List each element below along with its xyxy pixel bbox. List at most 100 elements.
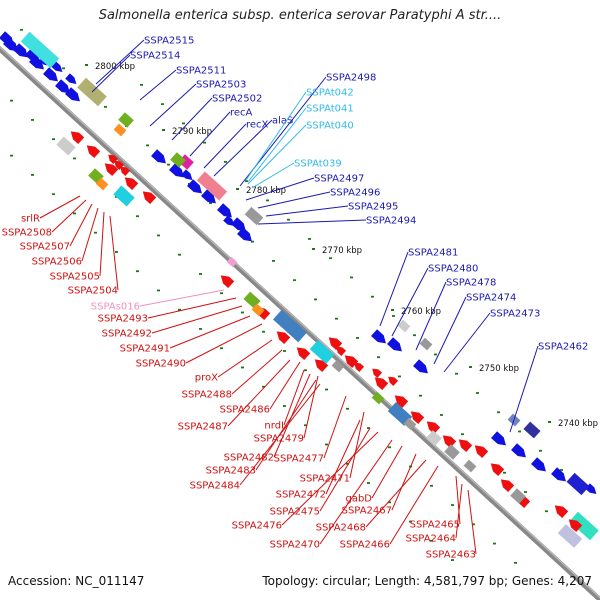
scale-dot [262, 385, 265, 388]
forward-gene-label-leader [203, 123, 247, 169]
reverse-gene-label: SSPA2466 [340, 540, 390, 551]
cds-block-shape [419, 337, 433, 351]
cds-block-shape [20, 31, 60, 69]
trna-label: SSPAt042 [306, 88, 354, 99]
kbp-tick-label: 2780 kbp [246, 186, 286, 196]
reverse-gene [374, 377, 389, 391]
cds-block [444, 444, 460, 460]
reverse-gene [296, 347, 311, 361]
scale-dot [203, 141, 206, 144]
reverse-gene-label-leader [391, 453, 417, 511]
kbp-tick-mark [85, 64, 88, 66]
forward-gene-label-leader [91, 54, 131, 93]
reverse-gene-shape [554, 505, 569, 519]
forward-gene-label: SSPA2503 [196, 80, 246, 91]
forward-gene-shape [151, 149, 166, 164]
reverse-gene [328, 337, 343, 351]
forward-gene [237, 227, 252, 242]
reverse-gene-small-shape [108, 154, 119, 164]
reverse-gene-label: SSPA2487 [178, 422, 228, 433]
scale-dot [251, 240, 254, 243]
kbp-tick-mark [162, 129, 165, 131]
forward-gene-shape [55, 79, 70, 94]
scale-dot [287, 218, 290, 221]
cds-block [170, 152, 186, 168]
accession-text: Accession: NC_011147 [8, 574, 145, 588]
cds-block [397, 319, 411, 333]
forward-gene-small-shape [181, 169, 193, 181]
forward-gene-label: recA [230, 108, 253, 119]
scale-dot [392, 315, 395, 317]
cds-block [273, 309, 307, 343]
cds-block-shape [510, 488, 526, 504]
scale-dot [308, 238, 311, 240]
cds-block-shape [557, 524, 583, 548]
scale-dot [325, 443, 328, 446]
reverse-gene-label-leader [217, 339, 273, 378]
scale-dot [514, 561, 517, 564]
reverse-gene [86, 145, 101, 159]
forward-gene-label-leader [415, 281, 447, 351]
scale-dot [346, 462, 349, 465]
cds-block-shape [444, 444, 460, 460]
reverse-gene-label: SSPA2493 [98, 314, 148, 325]
trna-label-leader [247, 107, 307, 183]
reverse-gene-label: SSPA2464 [406, 534, 456, 545]
forward-gene-label-leader [257, 219, 367, 225]
scale-dot [377, 356, 380, 359]
reverse-gene-label-leader [281, 431, 379, 526]
cds-block [244, 206, 264, 226]
cds-block-shape [387, 402, 413, 426]
forward-gene-label: SSPA2502 [212, 94, 262, 105]
reverse-gene-label: SSPA2472 [276, 490, 326, 501]
scale-dot [518, 430, 521, 433]
forward-gene [151, 149, 166, 164]
scale-dot [356, 337, 359, 339]
reverse-gene-label: SSPA2465 [410, 520, 460, 531]
scale-dot [136, 270, 139, 273]
forward-gene-label-leader [139, 69, 177, 101]
scale-dot [455, 372, 458, 375]
reverse-gene [394, 395, 409, 409]
forward-gene [491, 431, 506, 446]
reverse-gene [142, 191, 157, 205]
scale-dot [430, 484, 433, 487]
forward-gene-shape [237, 227, 252, 242]
reverse-gene-label-leader [151, 305, 243, 334]
kbp-tick-label: 2790 kbp [172, 127, 212, 137]
forward-gene-label-leader [509, 345, 539, 433]
srna-label: SSPAs016 [91, 302, 140, 313]
scale-dot [209, 202, 212, 205]
scale-dot [451, 504, 454, 506]
forward-gene-label-leader [265, 205, 349, 217]
forward-gene-shape [43, 67, 58, 82]
scale-dot [325, 388, 328, 391]
forward-gene-shape [13, 43, 28, 58]
scale-dot [283, 405, 286, 407]
scale-dot [476, 392, 479, 394]
forward-gene-shape [65, 87, 80, 102]
scale-dot [434, 353, 437, 356]
reverse-gene [474, 445, 489, 459]
reverse-gene-label: SSPA2484 [190, 481, 240, 492]
reverse-gene-label-leader [231, 349, 283, 395]
genome-title: Salmonella enterica subsp. enterica sero… [98, 8, 502, 23]
scale-dot [245, 180, 248, 183]
scale-dot [329, 257, 332, 260]
reverse-gene-label-leader [323, 395, 347, 459]
reverse-gene-label: SSPA2476 [232, 521, 282, 532]
scale-dot [199, 273, 202, 275]
scale-dot [182, 122, 185, 125]
forward-gene [55, 79, 70, 94]
reverse-gene-label: SSPA2490 [136, 359, 186, 370]
cds-block-shape [196, 171, 228, 201]
reverse-gene-shape [568, 519, 583, 533]
reverse-gene-label: SSPA2491 [120, 344, 170, 355]
scale-dot [409, 520, 412, 523]
reverse-gene-label-leader [185, 323, 263, 364]
forward-gene [25, 48, 40, 63]
scale-dot [52, 193, 55, 196]
forward-gene-label-leader [95, 39, 145, 85]
reverse-gene-label: SSPA2483 [206, 466, 256, 477]
